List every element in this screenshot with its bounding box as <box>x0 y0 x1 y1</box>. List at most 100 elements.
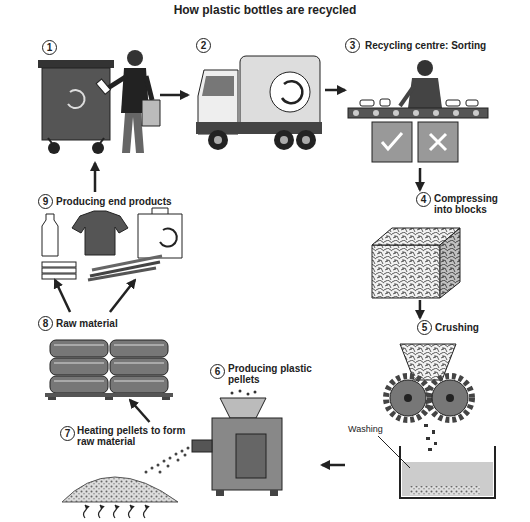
pellet-machine-part <box>247 393 250 396</box>
washing-tank <box>378 436 495 498</box>
collection-truck-part <box>296 130 316 150</box>
crusher-part <box>446 394 454 402</box>
pellet-stream-part <box>169 457 172 460</box>
sorting-station-part <box>413 110 419 116</box>
pellet-stream-part <box>167 465 170 468</box>
raw-material-pallet-part <box>162 397 170 400</box>
collection-truck-part <box>282 81 302 103</box>
collection-truck <box>196 56 322 150</box>
crusher-part <box>432 380 468 416</box>
crusher-part <box>434 442 437 445</box>
process-step: 1 <box>30 36 160 163</box>
recycling-bin-part <box>92 142 104 154</box>
raw-material-pallet <box>45 340 173 400</box>
step-label: Producing plastic pellets <box>228 363 313 385</box>
recycling-bin <box>38 60 114 154</box>
sorting-station-part <box>417 60 433 76</box>
end-products-part <box>42 262 76 267</box>
recycling-bin-part <box>38 60 114 68</box>
sorting-station-part <box>430 134 446 150</box>
end-products-part <box>72 211 128 255</box>
pellet-stream-part <box>163 460 166 463</box>
step-label: Recycling centre: Sorting <box>365 40 515 51</box>
person-part <box>146 76 152 100</box>
process-step: 9Producing end products <box>30 192 210 280</box>
step-number: 8 <box>38 316 53 331</box>
step-number: 7 <box>60 426 75 441</box>
step-number: 9 <box>38 194 53 209</box>
step-label: Producing end products <box>56 196 206 207</box>
sorting-station-part <box>353 110 359 116</box>
sorting-station-part <box>373 110 379 116</box>
end-products-part <box>42 268 76 273</box>
end-products-part <box>152 208 168 214</box>
raw-material-pallet-part <box>50 358 108 375</box>
pellet-stream-part <box>145 471 148 474</box>
process-step: 5Crushing <box>345 318 515 505</box>
crusher-part <box>386 376 430 420</box>
crusher-part <box>404 394 412 402</box>
pellet-stream-part <box>175 453 178 456</box>
end-products-part <box>88 268 156 280</box>
pellet-stream-part <box>187 447 190 450</box>
end-products-part <box>42 214 58 256</box>
pellet-stream <box>145 447 190 474</box>
flow-arrow <box>55 280 70 312</box>
compressed-block-part <box>440 228 460 298</box>
pellet-stream-part <box>159 471 162 474</box>
collection-truck-part <box>280 136 288 144</box>
flow-arrow <box>160 94 188 97</box>
diagram-title: How plastic bottles are recycled <box>0 3 530 17</box>
pellet-stream-part <box>184 454 187 457</box>
collection-truck-part <box>240 56 320 130</box>
person-part <box>127 50 143 66</box>
washing-tank-part <box>378 436 410 468</box>
step-label: Heating pellets to form raw material <box>77 425 187 447</box>
flow-arrow <box>419 300 422 318</box>
flow-arrow <box>419 168 422 190</box>
recycling-bin-part <box>48 142 60 154</box>
sorting-station-part <box>433 110 439 116</box>
process-step: 4Compressing into blocks <box>368 190 508 300</box>
pellet-pile-part <box>129 505 132 518</box>
pellet-machine-part <box>216 490 224 496</box>
sorting-station-part <box>393 110 399 116</box>
end-products <box>42 208 182 280</box>
end-products-part <box>160 229 177 247</box>
raw-material-pallet-part <box>45 393 173 397</box>
pellet-machine <box>192 390 282 497</box>
process-step: 3Recycling centre: Sorting <box>345 36 505 168</box>
step-number: 5 <box>417 320 432 335</box>
pellet-stream-part <box>151 467 154 470</box>
pellet-pile-part <box>62 477 178 502</box>
sorting-station-part <box>466 100 478 106</box>
collection-truck-part <box>274 130 294 150</box>
step-number: 6 <box>210 364 225 379</box>
crusher-part <box>424 424 428 427</box>
process-step: 2 <box>188 36 325 156</box>
pellet-machine-part <box>220 398 266 418</box>
raw-material-pallet-part <box>110 340 168 357</box>
pellet-machine-part <box>270 490 278 496</box>
pellet-machine-part <box>212 418 282 490</box>
sorting-station-part <box>400 86 414 106</box>
flow-arrow <box>94 163 97 192</box>
crusher-part <box>428 376 472 420</box>
pellet-pile-part <box>144 505 147 518</box>
sorting-station-part <box>372 122 412 162</box>
pellet-machine-part <box>231 392 234 395</box>
step-number: 3 <box>345 38 360 53</box>
collection-truck-part <box>208 130 228 150</box>
end-products-part <box>138 214 182 258</box>
sorting-station-part <box>360 100 374 106</box>
compressed-block-part <box>372 245 440 298</box>
raw-material-pallet-part <box>110 376 168 393</box>
person-part <box>142 100 160 126</box>
collection-truck-part <box>214 136 222 144</box>
washing-tank-part <box>400 446 495 498</box>
pellet-pile-part <box>84 505 87 518</box>
sorting-station-part <box>380 99 390 106</box>
crusher-part <box>428 448 432 451</box>
